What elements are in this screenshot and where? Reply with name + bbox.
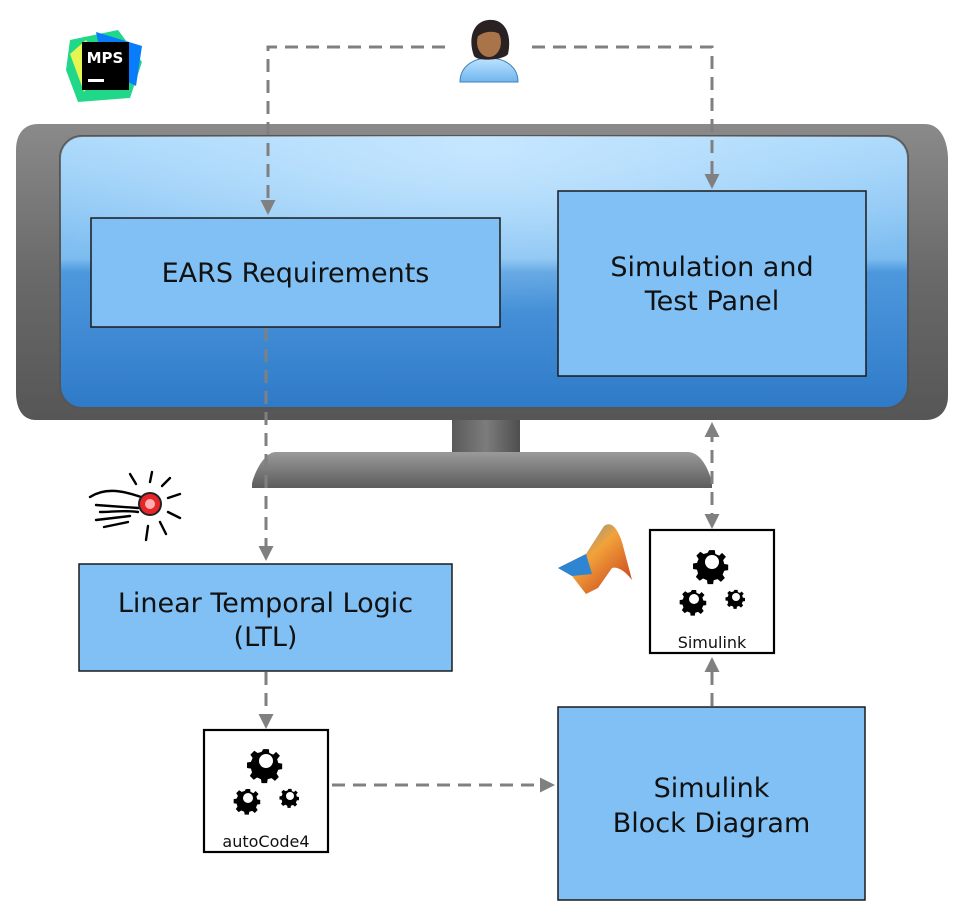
simulink-block-diagram-box[interactable]: Simulink Block Diagram (557, 706, 866, 901)
finger-click-icon (88, 470, 182, 542)
ltl-line-1: Linear Temporal Logic (118, 588, 413, 619)
simulink-tool-label: Simulink (678, 633, 747, 652)
mps-logo: MPS (66, 30, 142, 102)
mps-logo-text: MPS (87, 49, 124, 67)
ltl-box[interactable]: Linear Temporal Logic (LTL) (78, 563, 453, 672)
user-icon (459, 19, 519, 83)
matlab-logo-icon (558, 524, 632, 594)
ltl-line-2: (LTL) (234, 622, 298, 653)
simulink-tool[interactable]: Simulink (648, 528, 776, 655)
simulation-test-panel-box[interactable]: Simulation and Test Panel (557, 190, 867, 377)
autocode-tool-label: autoCode4 (222, 832, 309, 851)
gears-icon (233, 749, 299, 815)
monitor-stand (252, 412, 712, 488)
simulation-panel-line-2: Test Panel (644, 286, 780, 317)
gears-icon (679, 550, 745, 616)
ears-requirements-box[interactable]: EARS Requirements (90, 217, 501, 328)
connector-user-to-simulation (532, 45, 720, 189)
block-diagram-line-1: Simulink (654, 773, 770, 804)
autocode-tool[interactable]: autoCode4 (202, 728, 330, 854)
connector-user-to-ears (260, 45, 445, 215)
simulation-panel-line-1: Simulation and (610, 252, 813, 283)
ears-requirements-label: EARS Requirements (162, 258, 430, 289)
connectors (258, 45, 720, 793)
block-diagram-line-2: Block Diagram (613, 808, 811, 839)
